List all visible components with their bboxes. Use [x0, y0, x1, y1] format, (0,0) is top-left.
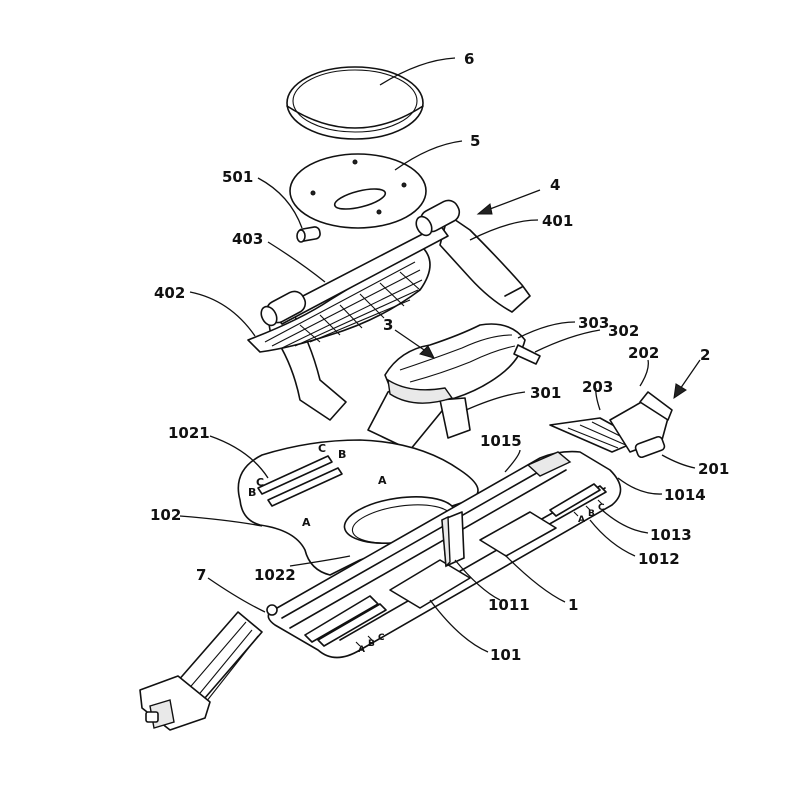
label-303: 303: [578, 314, 609, 332]
label-401: 401: [542, 212, 573, 230]
mark-scale-a2: A: [358, 645, 365, 655]
label-301: 301: [530, 384, 561, 402]
mark-b: B: [338, 448, 346, 461]
part-7-strap-clip: [139, 604, 278, 731]
mark-scale-c: C: [598, 503, 605, 513]
label-102: 102: [150, 506, 181, 524]
label-403: 403: [232, 230, 263, 248]
label-201: 201: [698, 460, 729, 478]
label-1011: 1011: [488, 596, 530, 614]
mesh-pattern: [264, 261, 423, 349]
label-501: 501: [222, 168, 253, 186]
label-402: 402: [154, 284, 185, 302]
label-1014: 1014: [664, 486, 706, 504]
part-6-cover-disc: [286, 66, 424, 140]
mark-a: A: [378, 474, 387, 487]
mark-c-left: C: [256, 476, 264, 489]
label-7: 7: [196, 566, 206, 584]
part-5-disc-plate: [289, 153, 427, 229]
mark-a-left: A: [302, 516, 311, 529]
mark-scale-a: A: [578, 515, 585, 525]
part-4-bracket-frame: [247, 199, 531, 421]
label-3: 3: [383, 316, 393, 334]
part-1-base-plate: [237, 439, 622, 659]
mark-b-left: B: [248, 486, 256, 499]
label-1015: 1015: [480, 432, 522, 450]
label-5: 5: [470, 132, 480, 150]
label-302: 302: [608, 322, 639, 340]
label-6: 6: [464, 50, 474, 68]
label-1021: 1021: [168, 424, 210, 442]
label-2: 2: [700, 346, 710, 364]
label-202: 202: [628, 344, 659, 362]
part-501-hinge-pin: [296, 226, 321, 243]
part-2-clip-assembly: [549, 391, 673, 459]
mark-scale-b: B: [588, 509, 595, 519]
label-4: 4: [550, 176, 560, 194]
mark-c: C: [318, 442, 326, 455]
mark-scale-c2: C: [378, 633, 385, 643]
leader-lines: [179, 57, 696, 653]
assembly-arrows: [394, 189, 701, 400]
label-1: 1: [568, 596, 578, 614]
reference-labels: 6 5 501 4 401 403 402 3 303 302 301 2 20…: [150, 50, 729, 664]
label-1012: 1012: [638, 550, 680, 568]
label-203: 203: [582, 378, 613, 396]
label-1022: 1022: [254, 566, 296, 584]
label-1013: 1013: [650, 526, 692, 544]
mark-scale-b2: B: [368, 639, 375, 649]
plate-marks: C B A A B C A B C A B C: [248, 442, 605, 655]
label-101: 101: [490, 646, 521, 664]
